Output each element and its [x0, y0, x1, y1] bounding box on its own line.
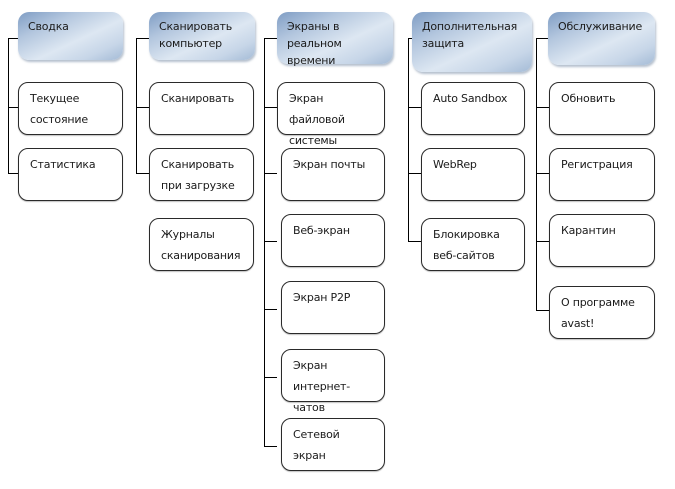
node-im-shield: Экран интернет-чатов	[281, 349, 385, 414]
node-label: Веб-экран	[293, 224, 350, 237]
node-label: Экран файловой системы	[289, 92, 345, 147]
connector-col-3-item-4	[264, 309, 277, 310]
connector-col-2	[136, 38, 137, 173]
node-label: Статистика	[30, 158, 96, 171]
node-label: Сканировать	[161, 92, 235, 105]
header-realtime-shields-label: Экраны в реальном времени	[287, 20, 342, 67]
node-about-avast: О программе avast!	[549, 286, 655, 339]
node-auto-sandbox: Auto Sandbox	[421, 82, 525, 135]
connector-col-2-item-2	[136, 173, 149, 174]
header-scan-computer-label: Сканировать компьютер	[159, 20, 233, 50]
connector-col-2-item-1	[136, 107, 149, 108]
header-scan-computer: Сканировать компьютер	[149, 12, 255, 60]
header-summary-label: Сводка	[28, 20, 69, 33]
connector-col-4-item-2	[408, 173, 421, 174]
connector-col-4-header	[408, 38, 413, 39]
header-maintenance-label: Обслуживание	[558, 20, 643, 33]
node-label: Экран почты	[293, 158, 366, 171]
connector-col-5-item-3	[536, 241, 549, 242]
connector-col-2-header	[136, 38, 149, 39]
node-p2p-shield: Экран P2P	[281, 281, 385, 334]
connector-col-4-item-1	[408, 107, 421, 108]
node-label: Экран интернет-чатов	[293, 359, 351, 414]
connector-col-5	[536, 38, 537, 310]
node-scan: Сканировать	[149, 82, 254, 135]
connector-col-3-item-6	[264, 446, 277, 447]
node-file-system-shield: Экран файловой системы	[277, 82, 385, 147]
header-additional-protection-label: Дополнительная защита	[422, 20, 518, 50]
node-label: Текущее состояние	[30, 92, 88, 126]
node-quarantine: Карантин	[549, 214, 655, 267]
node-site-blocking: Блокировка веб-сайтов	[421, 218, 525, 271]
connector-col-3	[264, 38, 265, 446]
connector-col-5-header	[536, 38, 548, 39]
node-label: Auto Sandbox	[433, 92, 508, 105]
node-statistics: Статистика	[18, 148, 123, 201]
header-realtime-shields: Экраны в реальном времени	[277, 12, 393, 67]
node-label: Сканировать при загрузке	[161, 158, 235, 192]
node-network-shield: Сетевой экран	[281, 418, 385, 471]
node-scan-logs: Журналы сканирования	[149, 218, 254, 271]
node-label: Блокировка веб-сайтов	[433, 228, 500, 262]
connector-col-5-item-1	[536, 107, 549, 108]
node-label: Сетевой экран	[293, 428, 340, 462]
node-mail-shield: Экран почты	[281, 148, 385, 201]
header-maintenance: Обслуживание	[548, 12, 655, 65]
node-registration: Регистрация	[549, 148, 655, 201]
node-boot-scan: Сканировать при загрузке	[149, 148, 254, 201]
node-web-shield: Веб-экран	[281, 214, 385, 267]
connector-col-5-item-4	[536, 310, 549, 311]
connector-col-4	[408, 38, 409, 241]
node-label: Журналы сканирования	[161, 228, 241, 262]
connector-col-1-item-2	[8, 173, 18, 174]
connector-col-3-item-5	[264, 377, 277, 378]
header-summary: Сводка	[18, 12, 123, 60]
node-label: Экран P2P	[293, 291, 351, 304]
node-update: Обновить	[549, 82, 655, 135]
connector-col-1-header	[8, 38, 18, 39]
connector-col-3-item-3	[264, 241, 277, 242]
connector-col-1	[8, 38, 9, 173]
node-label: О программе avast!	[561, 296, 635, 330]
connector-col-3-item-2	[264, 173, 277, 174]
connector-col-3-item-1	[264, 107, 277, 108]
node-webrep: WebRep	[421, 148, 525, 201]
node-label: Обновить	[561, 92, 616, 105]
node-label: WebRep	[433, 158, 477, 171]
connector-col-1-item-1	[8, 107, 18, 108]
connector-col-4-item-3	[408, 241, 421, 242]
connector-col-5-item-2	[536, 173, 549, 174]
node-label: Карантин	[561, 224, 616, 237]
header-additional-protection: Дополнительная защита	[412, 12, 532, 72]
node-label: Регистрация	[561, 158, 633, 171]
connector-col-3-header	[264, 38, 277, 39]
node-current-status: Текущее состояние	[18, 82, 123, 135]
